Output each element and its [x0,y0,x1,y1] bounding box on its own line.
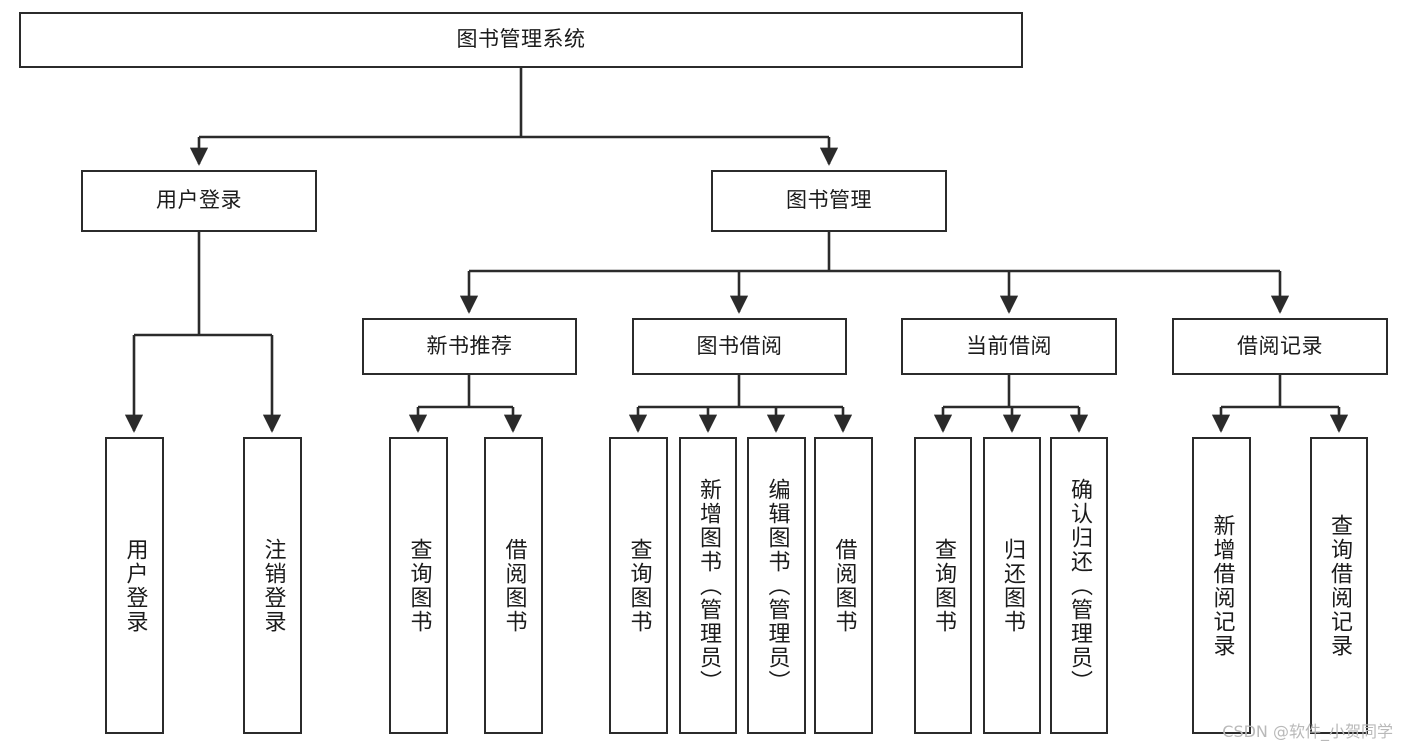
node-leaf-user-login[interactable]: 用户登录 [105,437,164,734]
node-book-borrow[interactable]: 图书借阅 [632,318,847,375]
node-leaf-add-book[interactable]: 新增图书（管理员） [679,437,737,734]
node-leaf-query-book-3[interactable]: 查询图书 [914,437,972,734]
node-book-manage-label: 图书管理 [786,188,872,213]
node-leaf-query-book-1[interactable]: 查询图书 [389,437,448,734]
node-leaf-logout[interactable]: 注销登录 [243,437,302,734]
node-leaf-confirm-return-label: 确认归还（管理员） [1067,477,1092,694]
node-book-borrow-label: 图书借阅 [696,333,783,358]
node-leaf-query-book-1-label: 查询图书 [406,537,432,634]
node-leaf-user-login-label: 用户登录 [122,537,148,634]
node-leaf-add-book-label: 新增图书（管理员） [696,477,721,694]
node-leaf-return-book[interactable]: 归还图书 [983,437,1041,734]
node-new-book-recommend[interactable]: 新书推荐 [362,318,577,375]
node-leaf-query-book-2-label: 查询图书 [626,537,652,634]
node-borrow-record-label: 借阅记录 [1237,333,1323,358]
node-leaf-logout-label: 注销登录 [260,537,286,634]
node-leaf-add-record[interactable]: 新增借阅记录 [1192,437,1251,734]
node-new-book-recommend-label: 新书推荐 [426,333,513,358]
node-root[interactable]: 图书管理系统 [19,12,1023,68]
node-leaf-query-record[interactable]: 查询借阅记录 [1310,437,1368,734]
node-book-manage[interactable]: 图书管理 [711,170,947,232]
node-user-login-label: 用户登录 [156,188,242,213]
node-leaf-borrow-book-1-label: 借阅图书 [501,537,527,634]
node-root-label: 图书管理系统 [456,27,586,52]
node-leaf-edit-book[interactable]: 编辑图书（管理员） [747,437,806,734]
node-leaf-edit-book-label: 编辑图书（管理员） [764,477,790,694]
node-leaf-borrow-book-2-label: 借阅图书 [831,537,857,634]
node-leaf-return-book-label: 归还图书 [1000,537,1025,634]
node-borrow-record[interactable]: 借阅记录 [1172,318,1388,375]
node-current-borrow[interactable]: 当前借阅 [901,318,1117,375]
node-leaf-borrow-book-1[interactable]: 借阅图书 [484,437,543,734]
node-leaf-add-record-label: 新增借阅记录 [1209,513,1235,658]
node-leaf-query-book-2[interactable]: 查询图书 [609,437,668,734]
node-leaf-query-record-label: 查询借阅记录 [1327,513,1352,658]
node-leaf-confirm-return[interactable]: 确认归还（管理员） [1050,437,1108,734]
node-user-login[interactable]: 用户登录 [81,170,317,232]
node-leaf-borrow-book-2[interactable]: 借阅图书 [814,437,873,734]
node-leaf-query-book-3-label: 查询图书 [931,537,956,634]
node-current-borrow-label: 当前借阅 [966,333,1052,358]
